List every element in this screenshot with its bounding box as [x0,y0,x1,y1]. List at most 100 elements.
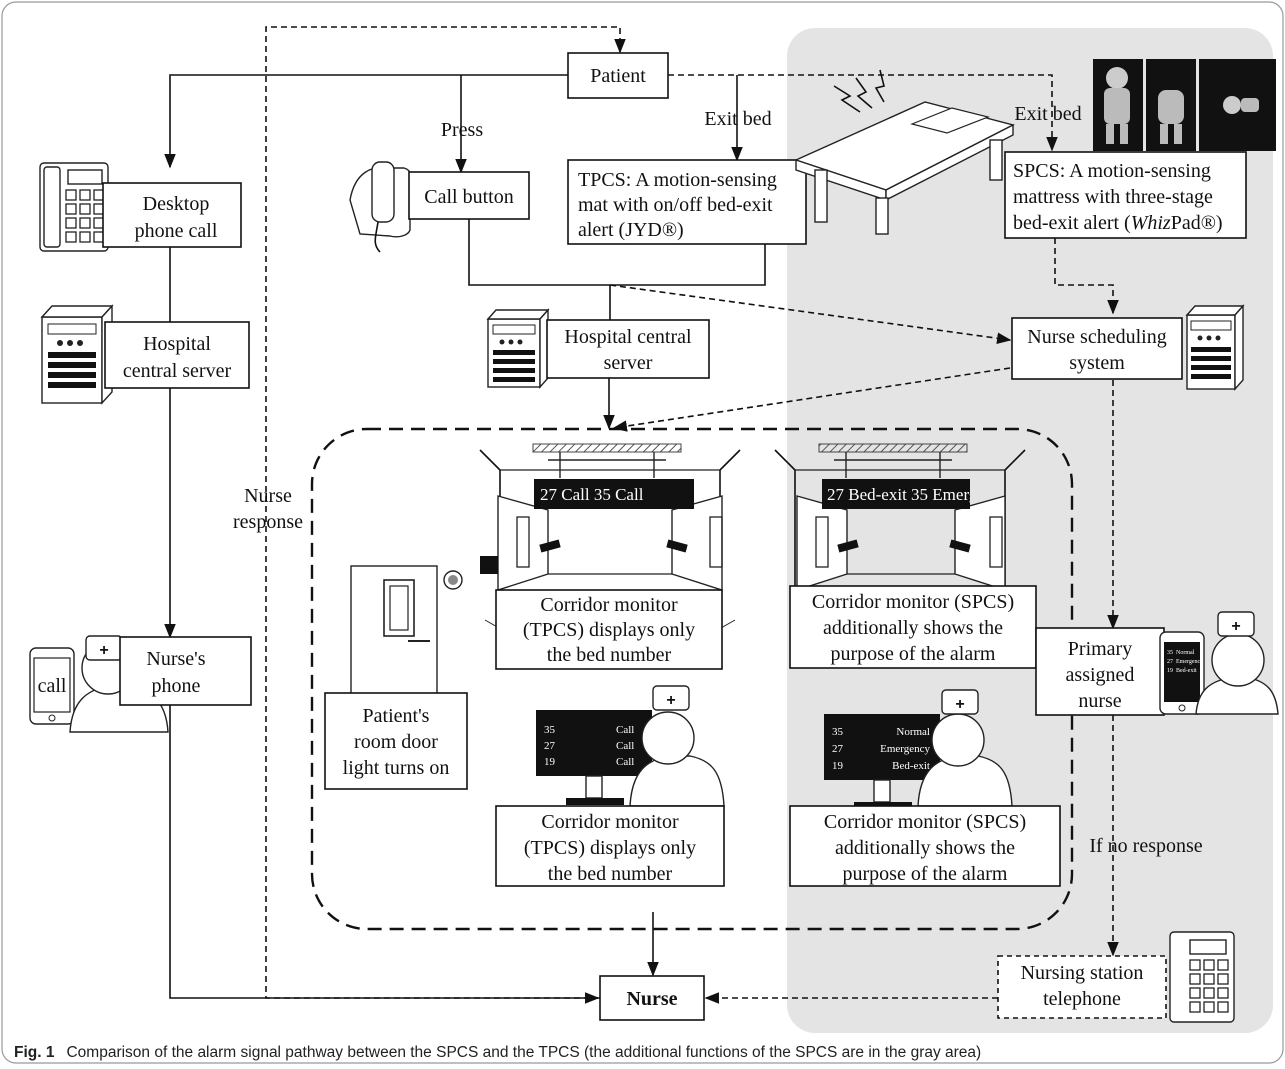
mobile-row-2-type: Emergency [1176,659,1203,665]
corridor-spcs-top-node: Corridor monitor (SPCS) additionally sho… [789,585,1037,669]
spcs-monitor-row-2-type: Emergency [880,743,930,755]
press-label: Press [441,119,483,141]
spcs-line-2: mattress with three-stage [1013,186,1213,208]
hospital-server-center-line-1: Hospital central [564,326,692,348]
call-button-node: Call button [408,171,530,220]
nurse-figure-right: + [1195,611,1279,715]
connectors [164,26,1119,1004]
nurse-scheduling-line-2: system [1069,352,1125,374]
tpcs-monitor-row-1-type: Call [616,724,634,736]
mobile-row-1-bed: 35 [1167,650,1173,656]
nursing-station-line-2: telephone [1043,988,1121,1010]
tpcs-monitor-row-3-type: Call [616,756,634,768]
tpcs-line-3: alert (JYD®) [578,219,684,241]
bed-icon [794,101,1015,235]
figure-caption: Fig. 1 Comparison of the alarm signal pa… [14,1044,981,1061]
tpcs-line-1: TPCS: A motion-sensing [578,169,777,191]
server-icon-right [1185,304,1245,391]
room-door-line-2: room door [354,731,438,753]
corridor-tpcs-bottom-line-3: the bed number [548,863,673,885]
nurse-phone-line-2: phone [152,675,201,697]
server-icon-left [40,304,114,405]
phone-screen-text: call [38,675,67,697]
spcs-monitor-row-3-type: Bed-exit [892,760,930,772]
exit-bed-label-right: Exit bed [1014,103,1081,125]
mobile-row-2-bed: 27 [1167,659,1173,665]
svg-text:+: + [955,696,964,713]
desktop-phone-line-1: Desktop [143,193,210,215]
whizpad-stage-images [1093,59,1276,151]
desk-phone-icon-right [1169,931,1235,1023]
primary-nurse-node: Primary assigned nurse [1035,627,1165,716]
room-door-node: Patient's room door light turns on [324,692,468,790]
tpcs-monitor-row-2-type: Call [616,740,634,752]
spcs-monitor-row-3-bed: 19 [832,760,844,772]
nurse-phone-node: Nurse's phone [119,636,252,706]
spcs-sign-text: 27 Bed-exit 35 Emerg [827,485,978,504]
tpcs-node: TPCS: A motion-sensing mat with on/off b… [567,159,807,245]
caption-text: Comparison of the alarm signal pathway b… [66,1044,981,1061]
room-door-line-3: light turns on [343,757,450,779]
hospital-server-center-node: Hospital central server [546,319,710,379]
tpcs-line-2: mat with on/off bed-exit [578,194,773,216]
tpcs-desk-monitor: 35 Call 27 Call 19 Call [536,710,652,805]
corridor-illustration-tpcs: 27 Call 35 Call [479,443,741,641]
caption-label: Fig. 1 [14,1044,55,1061]
corridor-spcs-bottom-node: Corridor monitor (SPCS) additionally sho… [789,805,1061,887]
if-no-response-label: If no response [1089,835,1202,857]
corridor-tpcs-bottom-line-1: Corridor monitor [541,811,679,833]
hospital-server-left-node: Hospital central server [104,321,250,389]
desktop-phone-line-2: phone call [135,220,218,242]
nurse-response-line-2: response [233,511,303,533]
corridor-tpcs-top-line-3: the bed number [547,644,672,666]
mobile-row-3-bed: 19 [1167,668,1173,674]
svg-text:+: + [99,642,108,659]
corridor-tpcs-bottom-line-2: (TPCS) displays only [524,837,696,859]
primary-nurse-line-2: assigned [1066,664,1135,686]
spcs-monitor-row-1-type: Normal [896,726,930,738]
nursing-station-node: Nursing station telephone [997,955,1167,1019]
patient-label: Patient [590,65,646,87]
hospital-server-center-line-2: server [604,352,653,374]
tpcs-monitor-row-3-bed: 19 [544,756,556,768]
nurse-scheduling-line-1: Nurse scheduling [1027,326,1166,348]
primary-nurse-line-1: Primary [1068,638,1132,660]
hand-call-button-icon [349,161,413,253]
call-button-label: Call button [424,186,513,208]
spcs-monitor-row-1-bed: 35 [832,726,844,738]
corridor-spcs-bottom-line-1: Corridor monitor (SPCS) [824,811,1026,833]
corridor-spcs-top-line-2: additionally shows the [823,617,1003,639]
desktop-phone-node: Desktop phone call [102,182,242,248]
spcs-gray-area [787,28,1273,1033]
room-door-line-1: Patient's [363,705,430,727]
corridor-tpcs-bottom-node: Corridor monitor (TPCS) displays only th… [495,805,725,887]
nurse-label: Nurse [626,988,677,1010]
mobile-row-1-type: Normal [1176,650,1195,656]
hospital-server-left-line-2: central server [123,360,232,382]
nurse-response-line-1: Nurse [244,485,292,507]
mobile-phone-icon-right: 35 Normal 27 Emergency 19 Bed-exit [1159,631,1205,715]
hospital-server-left-line-1: Hospital [143,333,211,355]
nursing-station-line-1: Nursing station [1021,962,1144,984]
nurse-figure-center: + [629,685,725,807]
svg-text:+: + [1231,618,1240,635]
corridor-spcs-bottom-line-3: purpose of the alarm [843,863,1008,885]
nurse-phone-line-1: Nurse's [146,648,205,670]
spcs-monitor-row-2-bed: 27 [832,743,844,755]
spcs-node: SPCS: A motion-sensing mattress with thr… [1004,151,1247,239]
corridor-tpcs-top-line-2: (TPCS) displays only [523,619,695,641]
primary-nurse-line-3: nurse [1078,690,1121,712]
corridor-illustration-spcs: 27 Bed-exit 35 Emerg [774,443,1026,591]
spcs-line-3: bed-exit alert (WhizPad®) [1013,212,1223,234]
corridor-spcs-top-line-3: purpose of the alarm [831,643,996,665]
room-door-icon [350,565,463,695]
corridor-spcs-bottom-line-2: additionally shows the [835,837,1015,859]
tpcs-monitor-row-2-bed: 27 [544,740,556,752]
corridor-spcs-top-line-1: Corridor monitor (SPCS) [812,591,1014,613]
mobile-row-3-type: Bed-exit [1176,668,1197,674]
patient-node: Patient [567,52,669,99]
nurse-node: Nurse [599,975,705,1021]
exit-bed-label-left: Exit bed [704,108,771,130]
corridor-tpcs-top-node: Corridor monitor (TPCS) displays only th… [495,589,723,670]
